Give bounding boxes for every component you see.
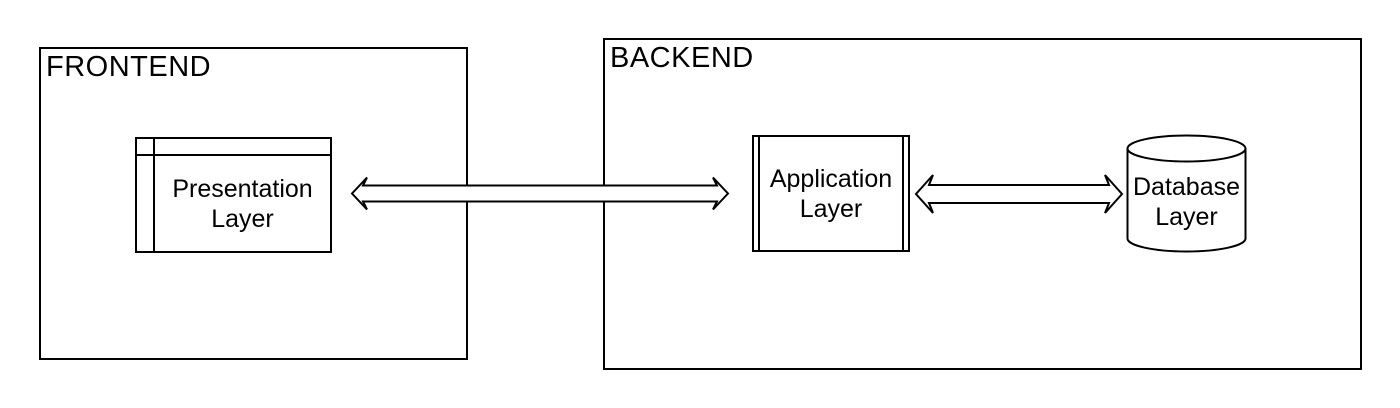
- presentation-application-connector: [350, 176, 730, 211]
- browser-sidecol-line: [153, 139, 155, 251]
- backend-group-label: BACKEND: [610, 42, 754, 74]
- database-layer-label: Database Layer: [1132, 172, 1241, 231]
- presentation-layer-node: Presentation Layer: [135, 137, 332, 253]
- double-arrow-icon: [914, 174, 1124, 214]
- database-cylinder-icon: [1126, 134, 1247, 253]
- frontend-group-label: FRONTEND: [46, 51, 212, 83]
- process-inner-line-left: [758, 137, 760, 250]
- application-layer-node: Application Layer: [752, 135, 910, 252]
- application-database-connector: [914, 174, 1124, 214]
- double-arrow-icon: [350, 176, 730, 211]
- database-layer-node: Database Layer: [1126, 134, 1247, 254]
- frontend-group-box: FRONTEND: [39, 47, 468, 360]
- process-inner-line-right: [902, 137, 904, 250]
- presentation-layer-label: Presentation Layer: [172, 174, 313, 233]
- application-layer-label: Application Layer: [769, 164, 893, 223]
- backend-group-box: BACKEND: [603, 38, 1362, 370]
- browser-topbar-line: [137, 154, 330, 156]
